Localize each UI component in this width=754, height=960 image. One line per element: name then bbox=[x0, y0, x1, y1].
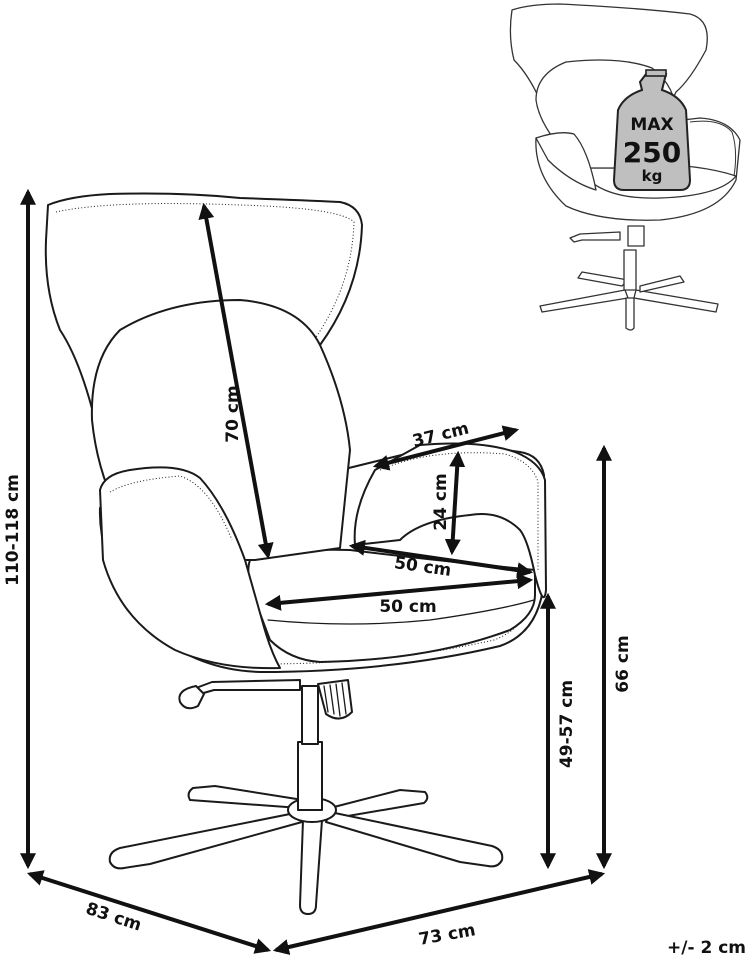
chair-base bbox=[108, 685, 504, 915]
dim-line-width bbox=[272, 869, 606, 955]
height-lever bbox=[178, 679, 301, 710]
label-width: 73 cm bbox=[417, 920, 477, 950]
max-load-badge: MAX 250 kg bbox=[612, 69, 692, 191]
label-armrest-height: 24 cm bbox=[431, 473, 451, 530]
label-total-height: 110-118 cm bbox=[3, 474, 23, 586]
dim-line-seat-depth bbox=[348, 539, 534, 579]
badge-value: 250 bbox=[623, 136, 681, 169]
dim-line-armrest-width bbox=[372, 425, 520, 471]
label-seat-width: 50 cm bbox=[379, 597, 436, 617]
dim-line-seat-width bbox=[264, 573, 534, 611]
dimension-lines bbox=[20, 188, 612, 955]
label-backrest: 70 cm bbox=[223, 385, 243, 442]
dim-line-depth bbox=[26, 870, 272, 954]
dim-line-backrest bbox=[198, 202, 274, 560]
main-chair-illustration bbox=[44, 192, 547, 915]
badge-max-label: MAX bbox=[630, 115, 673, 135]
gas-lift-knob bbox=[317, 679, 353, 720]
label-tolerance: +/- 2 cm bbox=[667, 938, 746, 958]
badge-unit: kg bbox=[642, 167, 663, 185]
label-arm-height: 66 cm bbox=[613, 635, 633, 692]
dimension-labels: 110-118 cm 70 cm 37 cm 24 cm 50 cm 50 cm… bbox=[3, 385, 746, 958]
armrest-left bbox=[99, 466, 281, 670]
label-depth: 83 cm bbox=[83, 899, 144, 936]
label-seat-height: 49-57 cm bbox=[557, 680, 577, 768]
weight-icon bbox=[612, 73, 692, 191]
dim-line-armrest-height bbox=[444, 450, 466, 556]
